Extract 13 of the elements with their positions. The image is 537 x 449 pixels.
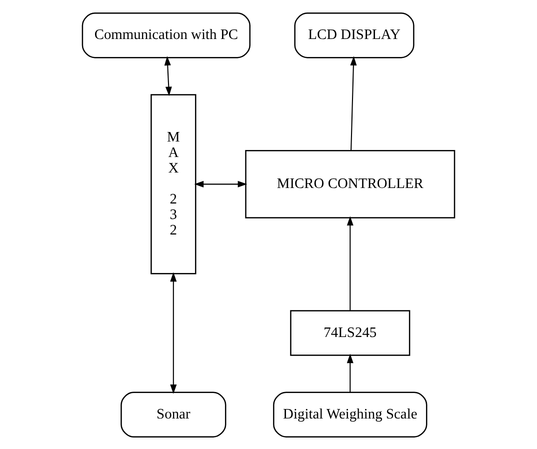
node-box: LCD DISPLAY <box>294 12 414 58</box>
node-box: MICRO CONTROLLER <box>245 149 456 218</box>
node-box: Digital Weighing Scale <box>273 391 428 437</box>
arrow <box>170 272 177 394</box>
node-box: Communication with PC <box>82 12 251 58</box>
node-box: MAX 232 <box>150 94 196 274</box>
arrow <box>194 180 248 187</box>
arrow <box>350 56 357 150</box>
arrow <box>164 56 172 96</box>
node-box: Sonar <box>120 391 226 437</box>
arrow <box>346 353 354 392</box>
node-box: 74LS245 <box>290 310 410 356</box>
arrow <box>346 216 354 310</box>
